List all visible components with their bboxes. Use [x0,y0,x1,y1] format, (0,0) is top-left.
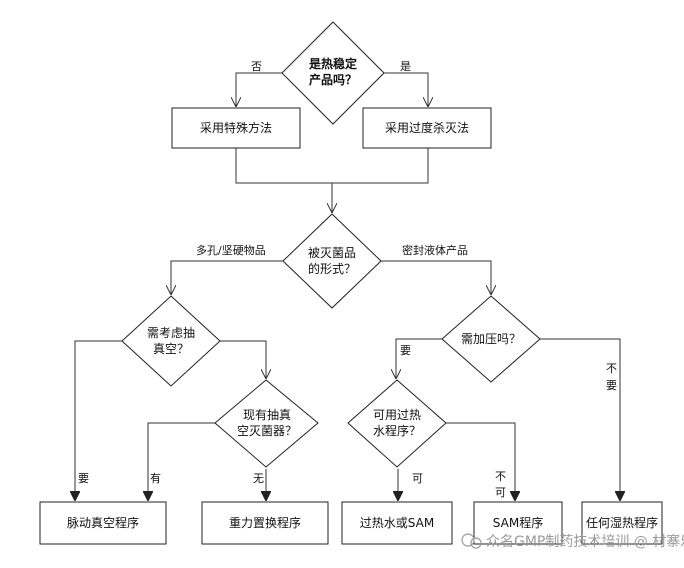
edge-pressure-need [396,338,442,378]
watermark: 众名GMP制药技术培训 @ 村寨乐分 [461,533,684,550]
label-no: 否 [251,60,262,73]
label-pressure-no-2: 要 [606,379,617,392]
box-special-method: 采用特殊方法 [171,107,301,149]
box-special-method-label: 采用特殊方法 [200,120,272,135]
decision-pressure-label: 需加压吗？ [461,332,521,346]
box-gravity: 重力置换程序 [201,501,329,545]
edge-sterilizer-have [148,422,215,500]
decision-product-form-line2: 的形式？ [308,261,356,276]
edge-vacuum-need [75,340,122,500]
label-pressure-need: 要 [400,344,411,357]
edge-form-porous [171,260,283,294]
decision-thermal-stable-line1: 是热稳定 [308,56,357,71]
edge-vacuum-no [220,340,266,378]
label-superheat-cannot-1: 不 [495,470,506,483]
edge-thermal-no [236,72,282,106]
edge-pressure-no [540,338,620,500]
label-sterilizer-none: 无 [253,472,264,485]
label-sterilizer-have: 有 [150,471,161,485]
decision-vacuum-line1: 需考虑抽 [147,326,195,340]
label-pressure-no-1: 不 [606,362,617,375]
decision-vacuum: 需考虑抽 真空？ [121,295,221,387]
decision-vacuum-line2: 真空？ [153,342,189,356]
box-gravity-label: 重力置换程序 [229,515,301,530]
label-porous: 多孔/坚硬物品 [196,243,266,257]
decision-superheat-line1: 可用过热 [373,408,421,422]
decision-superheat: 可用过热 水程序？ [347,379,447,468]
box-any-moist-heat-label: 任何湿热程序 [586,515,658,530]
box-sam-program: SAM程序 [473,501,563,545]
edge-special-down [235,148,429,184]
box-pulse-vacuum: 脉动真空程序 [39,501,167,545]
decision-thermal-stable-line2: 产品吗？ [309,72,357,87]
label-superheat-cannot-2: 可 [495,486,506,499]
decision-superheat-line2: 水程序？ [373,423,421,438]
decision-pressure: 需加压吗？ [441,295,541,383]
decision-sterilizer-line2: 空灭菌器？ [237,424,297,438]
edge-labels: 否 是 多孔/坚硬物品 密封液体产品 要 有 无 要 不 要 可 不 可 [78,60,617,499]
box-any-moist-heat: 任何湿热程序 [581,501,663,545]
decision-sterilizer-line1: 现有抽真 [243,408,291,422]
box-overkill-label: 采用过度杀灭法 [385,120,469,135]
edge-superheat-cannot [446,422,515,500]
box-sam-program-label: SAM程序 [493,515,543,530]
decision-sterilizer: 现有抽真 空灭菌器？ [214,379,319,468]
label-yes: 是 [400,60,411,73]
label-sealed-liquid: 密封液体产品 [402,243,468,257]
edges [75,72,620,500]
edge-thermal-yes [384,72,428,106]
decision-thermal-stable: 是热稳定 产品吗？ [281,21,385,125]
decision-product-form-line1: 被灭菌品 [308,246,356,260]
box-pulse-vacuum-label: 脉动真空程序 [67,515,139,530]
label-vacuum-need: 要 [78,472,89,485]
edge-form-sealed [381,260,491,294]
chat-bubble-icon [461,533,475,547]
box-superheated-sam: 过热水或SAM [341,501,453,545]
watermark-text: 众名GMP制药技术培训 @ 村寨乐分 [486,533,684,550]
decision-product-form: 被灭菌品 的形式？ [282,213,382,309]
box-superheated-sam-label: 过热水或SAM [360,516,434,530]
label-superheat-can: 可 [412,472,423,485]
box-overkill: 采用过度杀灭法 [362,107,492,149]
